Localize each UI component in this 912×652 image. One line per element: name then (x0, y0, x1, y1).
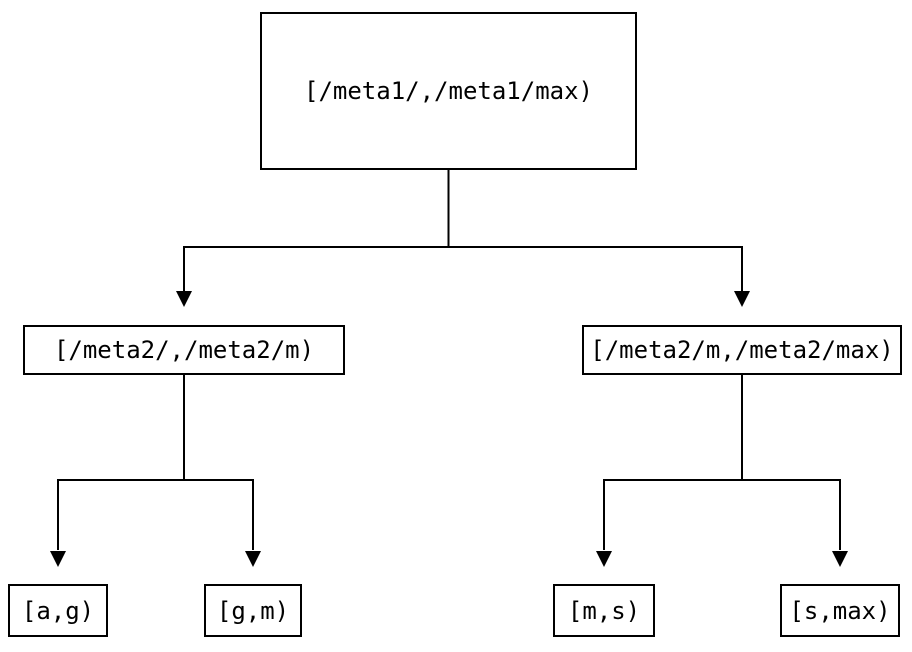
node-leaf-ag: [a,g) (8, 584, 108, 637)
arrowhead-leaf-smax (832, 551, 848, 567)
arrowhead-leaf-ms (596, 551, 612, 567)
node-mid-right-label: [/meta2/m,/meta2/max) (590, 336, 894, 364)
arrowhead-mid-left (176, 291, 192, 307)
node-leaf-gm-label: [g,m) (216, 596, 290, 625)
node-leaf-gm: [g,m) (204, 584, 302, 637)
node-mid-left-label: [/meta2/,/meta2/m) (53, 336, 315, 364)
arrowhead-leaf-gm (245, 551, 261, 567)
node-leaf-smax: [s,max) (780, 584, 900, 637)
arrowhead-leaf-ag (50, 551, 66, 567)
node-root-label: [/meta1/,/meta1/max) (304, 77, 593, 105)
node-mid-right: [/meta2/m,/meta2/max) (582, 325, 902, 375)
node-leaf-ms-label: [m,s) (567, 596, 641, 625)
node-root: [/meta1/,/meta1/max) (260, 12, 637, 170)
node-mid-left: [/meta2/,/meta2/m) (23, 325, 345, 375)
arrowhead-mid-right (734, 291, 750, 307)
node-leaf-ag-label: [a,g) (21, 596, 95, 625)
node-leaf-smax-label: [s,max) (789, 596, 891, 625)
node-leaf-ms: [m,s) (553, 584, 655, 637)
